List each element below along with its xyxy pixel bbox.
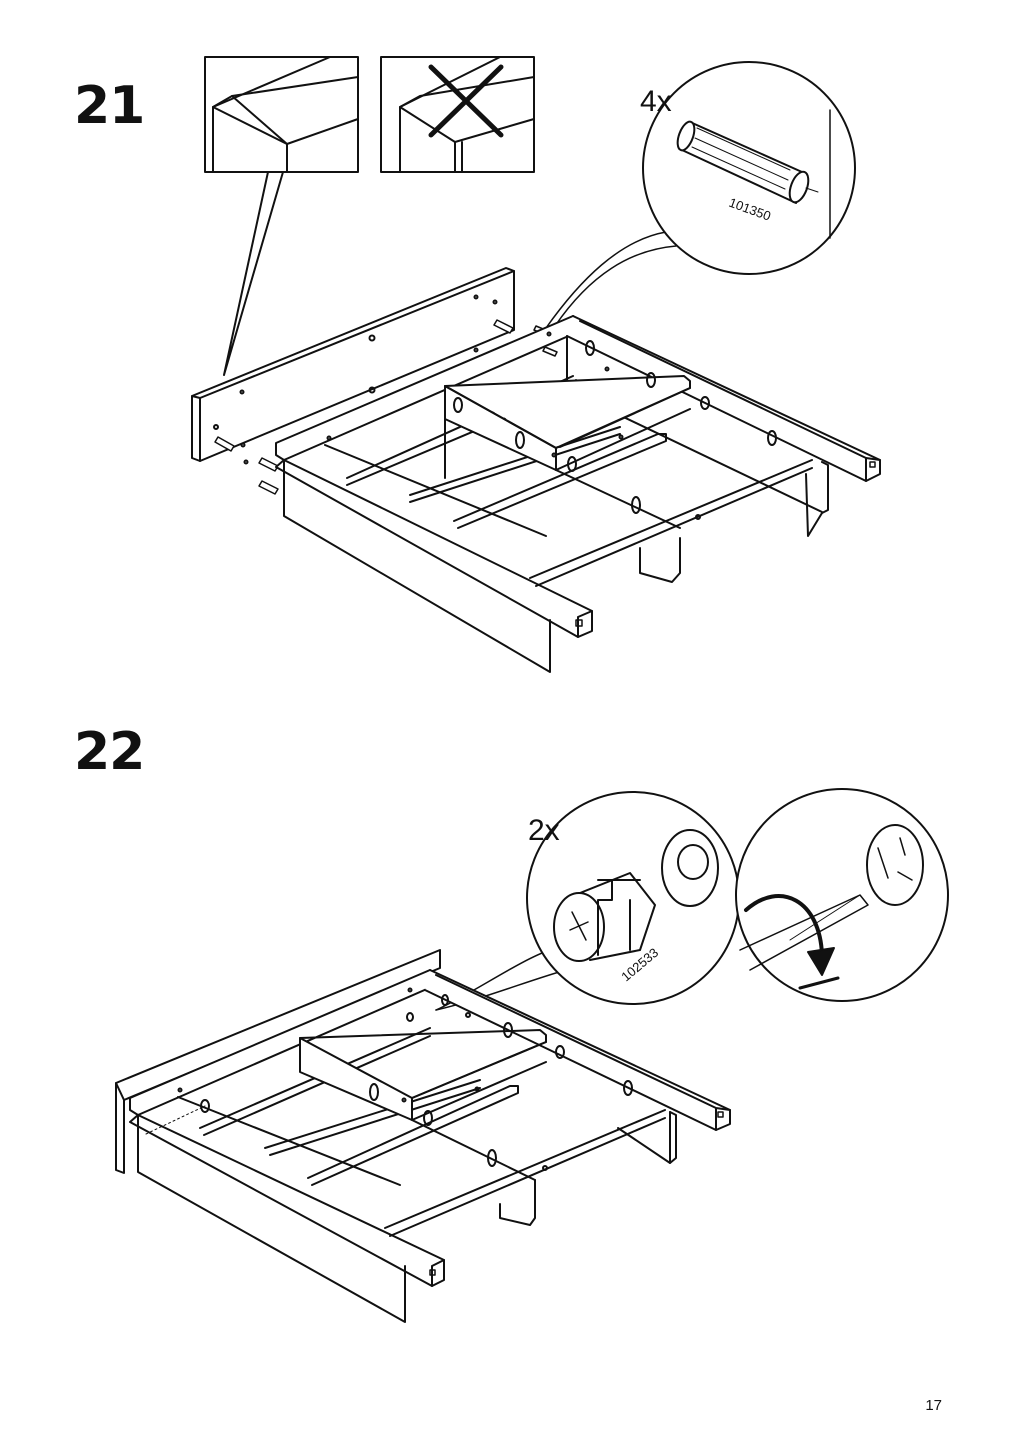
detail-panel-incorrect [380,56,535,173]
screwdriver-callout [735,788,949,1002]
cam-lock-quantity: 2x [528,814,560,847]
detail-panel-correct [204,56,359,173]
bed-frame-21 [275,315,881,673]
incorrect-cross-icon [428,64,504,138]
dowel-icon [676,120,819,204]
bed-frame-22 [115,949,731,1323]
page-number: 17 [925,1397,942,1414]
step-22-number: 22 [74,722,145,782]
dowel-callout [545,61,856,329]
step-21-number: 21 [74,76,145,136]
headboard-panel [191,267,515,465]
detail-leader [223,171,284,376]
dowel-quantity: 4x [640,85,672,118]
cam-lock-icon [553,829,719,962]
rotate-arrow-icon [744,894,824,957]
cam-lock-callout [435,791,740,1011]
